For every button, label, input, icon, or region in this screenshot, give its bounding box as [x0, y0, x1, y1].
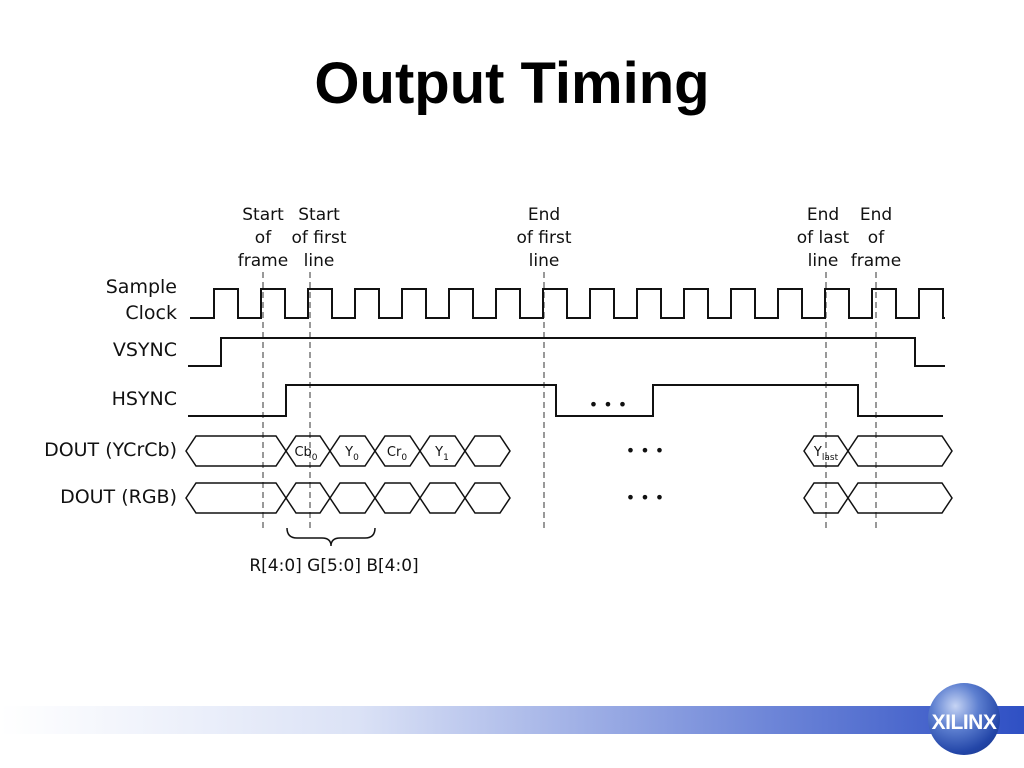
- rgb-bus-label: R[4:0] G[5:0] B[4:0]: [249, 556, 418, 576]
- hsync-ellipsis: • • •: [589, 395, 627, 414]
- timing-diagram: Start of frame Start of first line End o…: [44, 205, 953, 576]
- rgb-cell-idle-start: [185, 482, 287, 514]
- ycrcb-cell-idle-start: [185, 435, 287, 467]
- signal-label-sample-clock: Sample Clock: [106, 276, 177, 324]
- slide-title: Output Timing: [314, 51, 710, 116]
- rgb-brace: [286, 527, 376, 547]
- svg-text:line: line: [529, 251, 560, 271]
- rgb-ellipsis: • • •: [626, 488, 664, 507]
- svg-text:End: End: [528, 205, 560, 225]
- rgb-cell-4: [419, 482, 466, 514]
- ycrcb-text-cb0: Cb0: [294, 445, 317, 463]
- signal-label-hsync: HSYNC: [112, 388, 177, 410]
- rgb-cell-5: [464, 482, 511, 514]
- svg-text:frame: frame: [238, 251, 288, 271]
- svg-text:Sample: Sample: [106, 276, 177, 298]
- svg-text:line: line: [808, 251, 839, 271]
- globe-icon: [928, 683, 1000, 755]
- ycrcb-text-y1: Y1: [434, 445, 449, 463]
- svg-text:Start: Start: [298, 205, 340, 225]
- ycrcb-text-ylast: Ylast: [813, 445, 839, 463]
- dout-rgb-bus: [185, 482, 953, 514]
- marker-label-end-of-last-line: End of last line: [797, 205, 850, 271]
- svg-text:of: of: [868, 228, 885, 248]
- svg-text:Clock: Clock: [125, 302, 177, 324]
- ycrcb-cell-next: [464, 435, 511, 467]
- svg-text:frame: frame: [851, 251, 901, 271]
- logo-text: XILINX: [931, 711, 997, 734]
- rgb-cell-3: [374, 482, 421, 514]
- ycrcb-ellipsis: • • •: [626, 441, 664, 460]
- marker-label-start-of-first-line: Start of first line: [291, 205, 346, 271]
- svg-text:line: line: [304, 251, 335, 271]
- marker-label-start-of-frame: Start of frame: [238, 205, 288, 271]
- dout-ycrcb-bus: [185, 435, 953, 467]
- marker-label-end-of-first-line: End of first line: [516, 205, 571, 271]
- footer-bar: [0, 706, 1024, 734]
- sample-clock-waveform: [190, 288, 945, 319]
- svg-text:Start: Start: [242, 205, 284, 225]
- svg-text:of first: of first: [291, 228, 346, 248]
- hsync-waveform: [188, 384, 943, 417]
- svg-text:of first: of first: [516, 228, 571, 248]
- rgb-cell-1: [285, 482, 331, 514]
- rgb-cell-idle-end: [847, 482, 953, 514]
- rgb-cell-2: [329, 482, 376, 514]
- ycrcb-text-cr0: Cr0: [387, 445, 407, 463]
- ycrcb-text-y0: Y0: [344, 445, 359, 463]
- marker-label-end-of-frame: End of frame: [851, 205, 901, 271]
- signal-label-dout-ycrcb: DOUT (YCrCb): [44, 439, 177, 461]
- svg-text:End: End: [860, 205, 892, 225]
- xilinx-logo: XILINX: [916, 683, 1012, 755]
- vsync-waveform: [188, 337, 945, 367]
- signal-label-dout-rgb: DOUT (RGB): [60, 486, 177, 508]
- svg-text:of: of: [255, 228, 272, 248]
- signal-label-vsync: VSYNC: [113, 339, 177, 361]
- ycrcb-cell-idle-end: [847, 435, 953, 467]
- svg-text:End: End: [807, 205, 839, 225]
- svg-text:of last: of last: [797, 228, 850, 248]
